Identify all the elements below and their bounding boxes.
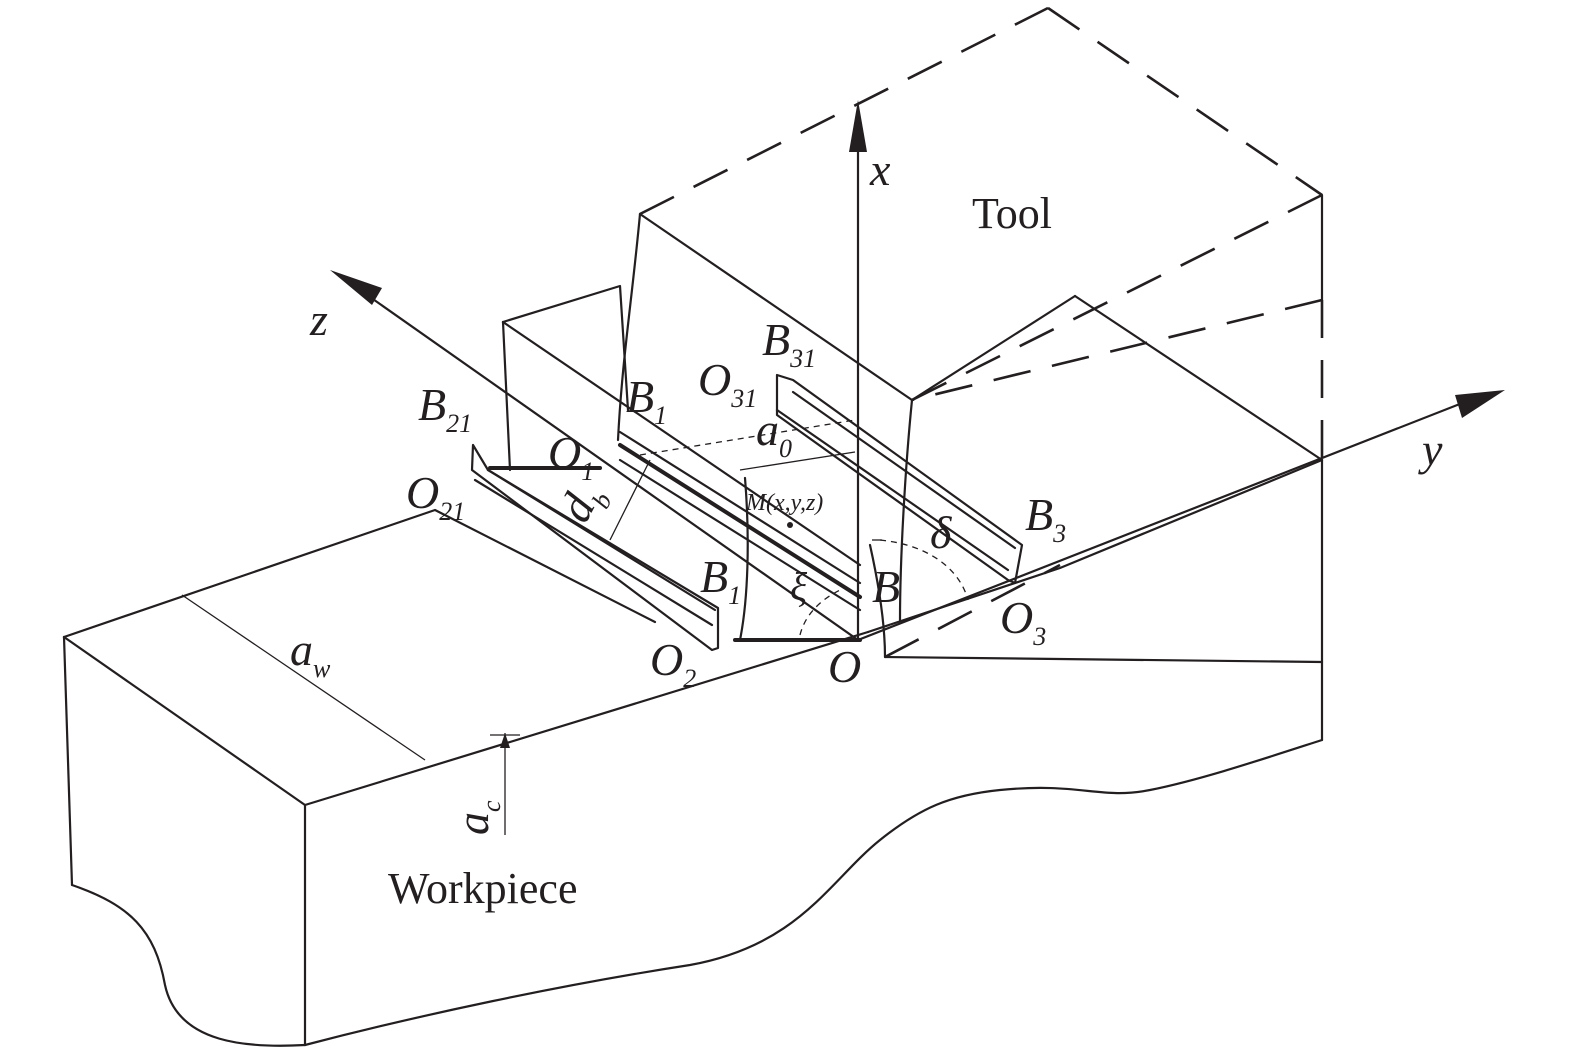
point-m (787, 522, 793, 528)
axis-x-label: x (869, 144, 891, 195)
label-ac: ac (447, 800, 506, 835)
x-axis (849, 100, 867, 642)
z-axis-arrowhead (330, 270, 382, 305)
tool-solid-outline (501, 193, 1324, 659)
label-o3: O3 (1000, 592, 1046, 651)
dimension-aw (181, 594, 426, 761)
svg-text:ac: ac (447, 800, 506, 835)
label-xi: ξ (790, 564, 808, 609)
dimension-a0 (639, 419, 856, 471)
label-b: B (872, 561, 900, 612)
label-o2: O2 (650, 634, 696, 693)
z-axis (330, 270, 860, 642)
y-axis-arrowhead (1455, 390, 1505, 418)
y-axis (856, 390, 1505, 642)
label-b3: B3 (1025, 489, 1066, 548)
axis-y-label: y (1418, 424, 1443, 475)
angle-arc-delta (872, 539, 969, 601)
label-a0: a0 (756, 404, 792, 463)
dimension-ac (490, 733, 520, 835)
chip-zone-left (470, 443, 720, 652)
origin-o-label: O (828, 641, 861, 692)
angle-arc-xi (799, 589, 841, 636)
label-delta: δ (930, 507, 952, 558)
tool-label: Tool (972, 189, 1052, 238)
workpiece-label: Workpiece (388, 864, 577, 913)
label-b1-lower: B1 (700, 551, 741, 610)
label-m-xyz: M(x,y,z) (745, 490, 823, 516)
tool-dashed-outline (639, 6, 1324, 659)
label-b31: B31 (762, 314, 816, 373)
x-axis-arrowhead (849, 100, 867, 152)
axis-z-label: z (309, 294, 328, 345)
label-b1-upper: B1 (626, 371, 667, 430)
label-o1: O1 (548, 427, 594, 486)
workpiece-block (62, 458, 1324, 1047)
dimension-db (609, 459, 651, 541)
chip-zone-right (775, 373, 1024, 585)
labels: Tool Workpiece x z y O B31 O31 B1 B21 O1… (290, 144, 1443, 913)
label-b21: B21 (418, 379, 472, 438)
label-o31: O31 (698, 354, 757, 413)
label-aw: aw (290, 624, 331, 683)
label-o21: O21 (406, 467, 465, 526)
chip-zone-middle (488, 430, 862, 642)
